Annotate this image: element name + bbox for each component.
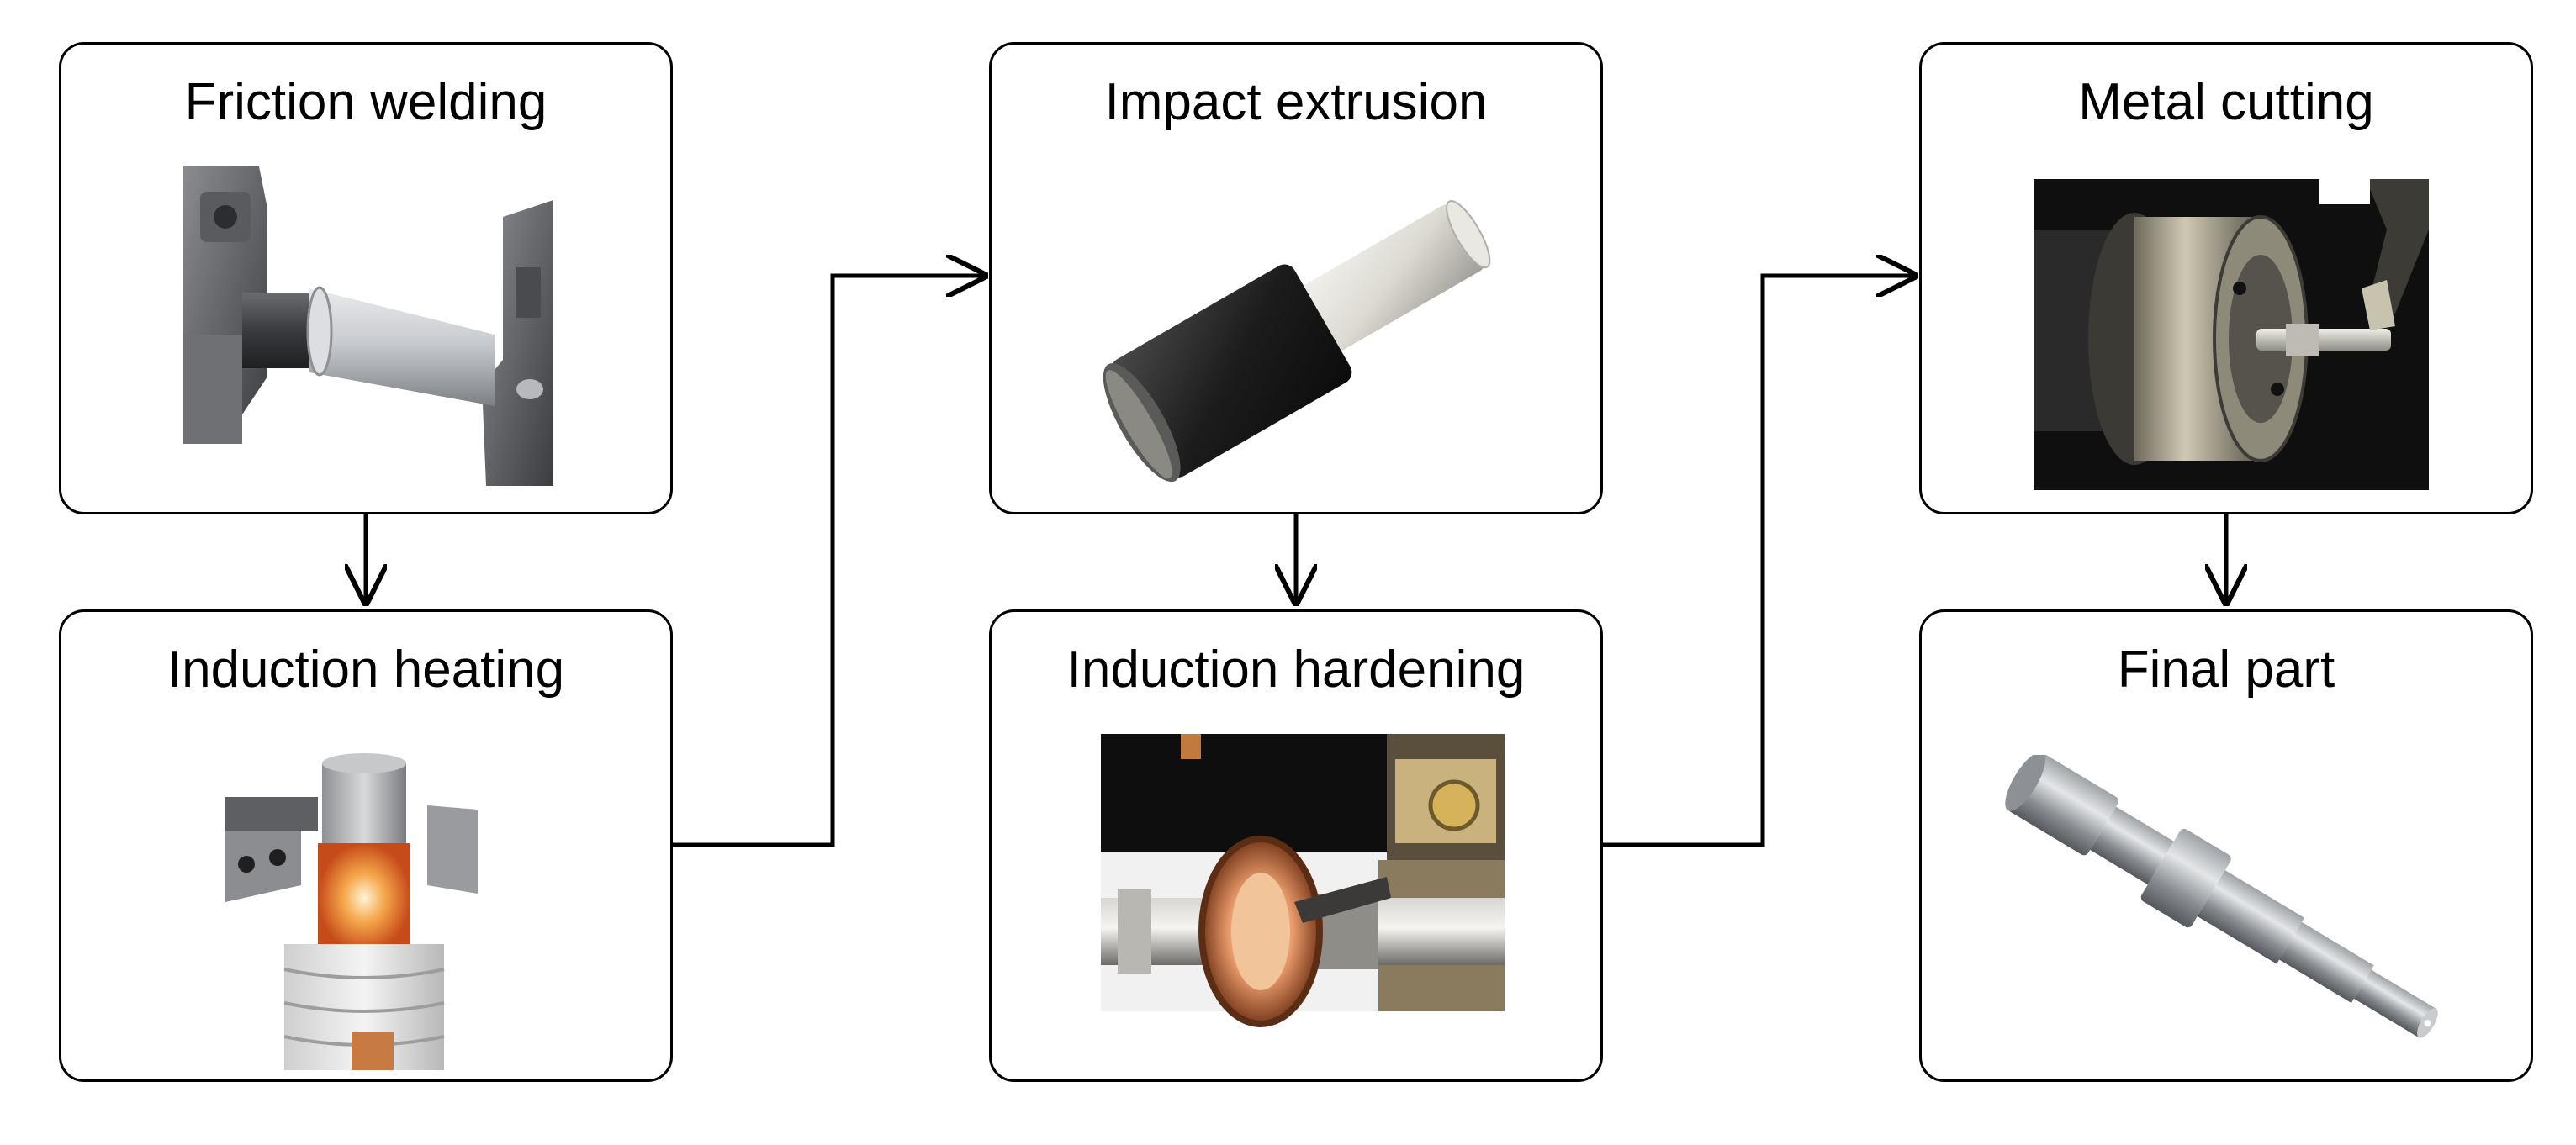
node-label: Induction heating bbox=[167, 641, 565, 699]
node-friction-welding: Friction welding bbox=[59, 42, 673, 514]
node-metal-cutting: Metal cutting bbox=[1919, 42, 2533, 514]
node-induction-heating: Induction heating bbox=[59, 609, 673, 1082]
node-label: Final part bbox=[2117, 641, 2335, 699]
node-final-part: Final part bbox=[1919, 609, 2533, 1082]
node-impact-extrusion: Impact extrusion bbox=[989, 42, 1603, 514]
node-label: Induction hardening bbox=[1066, 641, 1526, 699]
node-label: Metal cutting bbox=[2078, 73, 2374, 131]
impact-extrusion-photo bbox=[1103, 200, 1491, 483]
friction-welding-photo bbox=[183, 166, 553, 486]
node-label: Friction welding bbox=[184, 73, 547, 131]
arrow-induction-heating-to-impact-extrusion bbox=[673, 276, 984, 847]
node-induction-hardening: Induction hardening bbox=[989, 609, 1603, 1082]
node-label: Impact extrusion bbox=[1104, 73, 1488, 131]
induction-heating-photo bbox=[225, 753, 478, 1070]
induction-hardening-photo bbox=[1101, 734, 1505, 1027]
final-part-photo bbox=[2005, 755, 2438, 1038]
arrow-induction-hardening-to-metal-cutting bbox=[1603, 276, 1914, 847]
metal-cutting-photo bbox=[2034, 179, 2429, 490]
